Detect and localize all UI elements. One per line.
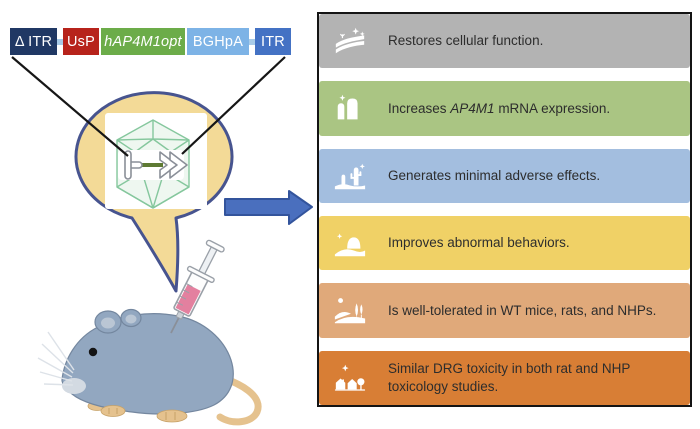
village-sun-icon <box>333 362 367 394</box>
construct-connector <box>57 38 63 45</box>
cacti-star-icon <box>333 160 367 192</box>
construct-gap <box>99 28 101 55</box>
findings-panel: Restores cellular function. Increases AP4… <box>317 12 692 407</box>
finding-row: Similar DRG toxicity in both rat and NHP… <box>319 350 690 405</box>
construct-box: hAP4M1opt <box>101 28 185 55</box>
finding-row: Restores cellular function. <box>319 14 690 69</box>
flow-arrow-icon <box>224 190 313 225</box>
construct-box-label: ITR <box>261 33 285 50</box>
finding-text: Restores cellular function. <box>388 33 544 49</box>
callout-line-left <box>11 56 129 157</box>
gene-cassette-icon <box>118 150 188 180</box>
finding-text: Improves abnormal behaviors. <box>388 235 570 251</box>
mouse-illustration <box>37 308 262 426</box>
construct-box: Δ ITR <box>10 28 57 55</box>
finding-text: Similar DRG toxicity in both rat and NHP… <box>388 361 631 394</box>
construct-box: BGHpA <box>187 28 249 55</box>
finding-text: Generates minimal adverse effects. <box>388 168 601 184</box>
callout-line-right <box>181 56 286 155</box>
mouse-whiskers <box>37 331 75 386</box>
construct-gap <box>185 28 187 55</box>
syringe-icon <box>170 239 225 334</box>
mouse-body <box>61 313 234 415</box>
construct-box-label: BGHpA <box>192 33 244 50</box>
finding-text: Is well-tolerated in WT mice, rats, and … <box>388 302 657 318</box>
mouse-eye <box>88 347 98 357</box>
hills-trees-sun-icon <box>333 294 367 326</box>
finding-row: Is well-tolerated in WT mice, rats, and … <box>319 283 690 338</box>
construct-box-label: Δ ITR <box>14 33 53 50</box>
finding-text: Increases AP4M1 mRNA expression. <box>388 100 611 116</box>
finding-row: Improves abnormal behaviors. <box>319 215 690 271</box>
buttes-star-icon <box>333 92 367 124</box>
construct-box-label: hAP4M1opt <box>104 33 182 50</box>
construct-connector <box>249 38 255 45</box>
aav-genome-construct: Δ ITR UsP hAP4M1opt BGHpA ITR <box>10 28 291 55</box>
construct-box: UsP <box>63 28 99 55</box>
construct-box-label: UsP <box>67 33 95 50</box>
dune-dome-icon <box>333 227 367 259</box>
construct-box: ITR <box>255 28 291 55</box>
field-sparkles-icon <box>333 25 367 57</box>
finding-row: Increases AP4M1 mRNA expression. <box>319 81 690 136</box>
finding-row: Generates minimal adverse effects. <box>319 148 690 203</box>
